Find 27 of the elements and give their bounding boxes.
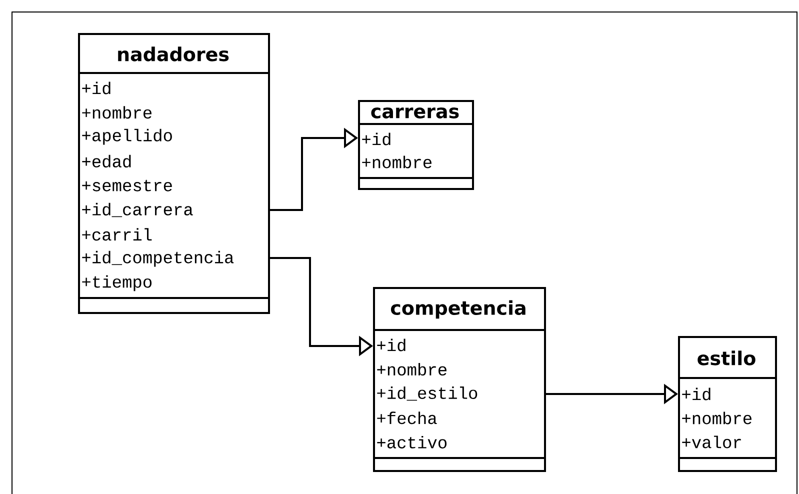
attribute-text: +tiempo: [82, 275, 152, 292]
class-box: [358, 100, 474, 190]
attribute-text: +fecha: [377, 412, 437, 424]
attribute-text: +valor: [682, 436, 741, 448]
attribute-text: +id: [682, 388, 710, 400]
attribute-text: +nombre: [362, 156, 432, 168]
class-name: carreras: [371, 108, 459, 118]
attribute-text: +nombre: [682, 412, 752, 424]
class-name: nadadores: [118, 46, 229, 62]
class-name: estilo: [698, 350, 756, 366]
attribute-text: +id_estilo: [377, 386, 478, 401]
attribute-text: +nombre: [377, 363, 446, 376]
class-box: [78, 33, 270, 314]
attribute-text: +semestre: [82, 180, 172, 192]
attribute-text: +nombre: [82, 106, 152, 119]
attribute-text: +carril: [82, 228, 152, 241]
attribute-text: +apellido: [82, 128, 172, 145]
class-box: [373, 287, 546, 472]
class-name: competencia: [390, 300, 526, 319]
attribute-text: +id: [362, 132, 390, 146]
attribute-text: +activo: [377, 436, 447, 448]
attribute-text: +edad: [82, 154, 131, 168]
attribute-text: +id: [377, 338, 406, 352]
attribute-text: +id_competencia: [82, 250, 234, 267]
attribute-text: +id_carrera: [82, 202, 193, 218]
attribute-text: +id: [82, 82, 110, 94]
class-box: [678, 336, 777, 472]
